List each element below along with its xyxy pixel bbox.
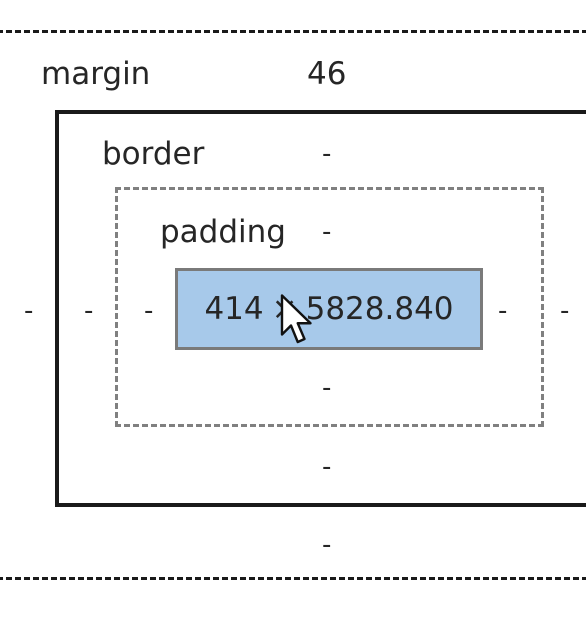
padding-label: padding [160,214,286,250]
content-width: 414 [204,291,264,327]
padding-box[interactable] [115,187,544,427]
content-box[interactable]: 414 × 5828.840 [175,268,483,350]
border-left-value[interactable]: - [84,296,94,326]
border-label: border [102,136,205,172]
mouse-pointer-icon [280,294,312,344]
padding-top-value[interactable]: - [322,217,332,247]
padding-left-value[interactable]: - [144,296,154,326]
margin-label: margin [41,56,151,92]
border-right-value[interactable]: - [498,296,508,326]
padding-bottom-value[interactable]: - [322,373,332,403]
content-height: 5828.840 [305,291,454,327]
margin-left-value[interactable]: - [24,296,34,326]
border-top-value[interactable]: - [322,139,332,169]
margin-box[interactable] [0,30,586,580]
margin-top-value[interactable]: 46 [307,56,347,92]
border-bottom-value[interactable]: - [322,452,332,482]
border-box[interactable] [55,110,586,507]
margin-bottom-value[interactable]: - [322,530,332,560]
margin-right-value[interactable]: - [560,296,570,326]
